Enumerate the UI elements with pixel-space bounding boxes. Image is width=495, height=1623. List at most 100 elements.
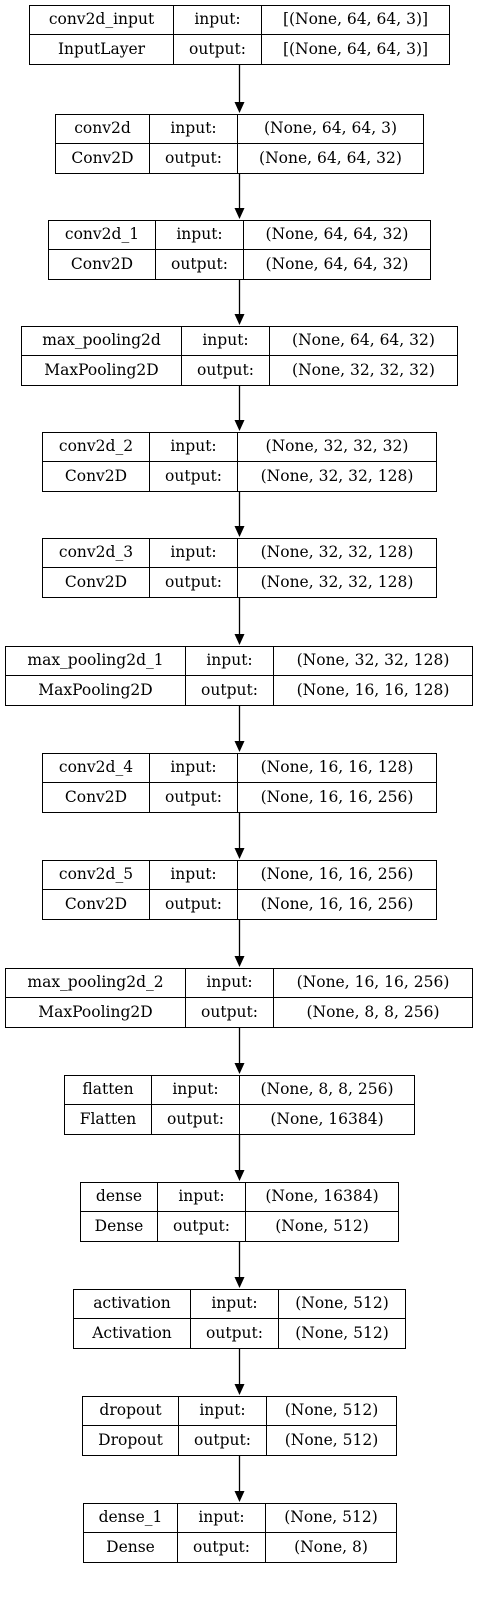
input-shape: (None, 32, 32, 128) (238, 539, 436, 568)
layer-type: Conv2D (43, 568, 150, 597)
input-label: input: (174, 6, 262, 35)
output-shape: (None, 32, 32, 32) (292, 360, 435, 379)
layer-type: MaxPooling2D (6, 998, 186, 1027)
arrow-head (234, 741, 245, 752)
output-shape: (None, 8) (294, 1537, 368, 1556)
input-shape: (None, 512) (266, 1504, 396, 1533)
output-label: output: (178, 1533, 266, 1562)
output-shape: (None, 16, 16, 256) (260, 787, 414, 806)
arrow-head (234, 956, 245, 967)
output-shape: (None, 32, 32, 128) (260, 466, 414, 485)
layer-name: conv2d_3 (43, 539, 150, 568)
layer-type: InputLayer (30, 35, 174, 64)
layer-type: Conv2D (56, 144, 150, 173)
input-shape: (None, 64, 64, 32) (244, 221, 430, 250)
arrow-head (234, 208, 245, 219)
edge-arrow (234, 598, 245, 645)
edge-arrow (234, 920, 245, 967)
output-label: output: (150, 783, 238, 812)
input-shape: [(None, 64, 64, 3)] (262, 6, 449, 35)
output-shape: (None, 32, 32, 128) (260, 572, 414, 591)
layer-type: Conv2D (43, 462, 150, 491)
layer-name: max_pooling2d_2 (6, 969, 186, 998)
edge-arrow (234, 1028, 245, 1074)
layer-name: flatten (65, 1076, 152, 1105)
input-label: input: (178, 1504, 266, 1533)
output-label: output: (174, 35, 262, 64)
output-label: output: (182, 356, 270, 385)
input-label: input: (158, 1183, 246, 1212)
input-label: input: (150, 861, 238, 890)
input-label: input: (186, 647, 274, 676)
edge-arrow (234, 386, 245, 431)
input-shape: (None, 512) (267, 1397, 396, 1426)
output-label: output: (186, 676, 274, 705)
edge-arrow (234, 65, 245, 113)
arrow-head (234, 102, 245, 113)
output-shape: (None, 8, 8, 256) (306, 1002, 440, 1021)
edge-arrow (234, 280, 245, 325)
layer-type: Conv2D (43, 890, 150, 919)
edge-arrow (234, 492, 245, 537)
output-label: output: (186, 998, 274, 1027)
layer-name: max_pooling2d_1 (6, 647, 186, 676)
input-shape: (None, 32, 32, 32) (238, 433, 436, 462)
arrow-head (234, 526, 245, 537)
layer-type: MaxPooling2D (6, 676, 186, 705)
edge-arrow (234, 706, 245, 752)
edge-arrow (234, 813, 245, 859)
input-shape: (None, 64, 64, 3) (238, 115, 423, 144)
layer-name: conv2d_1 (49, 221, 156, 250)
output-label: output: (191, 1319, 279, 1348)
output-shape: [(None, 64, 64, 3)] (282, 39, 429, 58)
output-label: output: (150, 144, 238, 173)
layer-type: MaxPooling2D (22, 356, 182, 385)
input-shape: (None, 512) (279, 1290, 405, 1319)
layer-type: Dense (84, 1533, 178, 1562)
output-shape: (None, 512) (295, 1323, 389, 1342)
arrow-head (234, 1063, 245, 1074)
edge-arrow (234, 1242, 245, 1288)
input-shape: (None, 8, 8, 256) (240, 1076, 414, 1105)
layer-name: dense (81, 1183, 158, 1212)
layer-name: max_pooling2d (22, 327, 182, 356)
input-label: input: (186, 969, 274, 998)
arrow-head (234, 1170, 245, 1181)
output-label: output: (150, 462, 238, 491)
edge-arrow (234, 1349, 245, 1395)
arrow-head (234, 314, 245, 325)
input-label: input: (179, 1397, 267, 1426)
output-label: output: (158, 1212, 246, 1241)
input-label: input: (150, 754, 238, 783)
input-shape: (None, 32, 32, 128) (274, 647, 472, 676)
output-shape: (None, 16, 16, 128) (296, 680, 450, 699)
layer-name: conv2d (56, 115, 150, 144)
edge-arrow (234, 1456, 245, 1502)
edge-arrow (234, 174, 245, 219)
layer-name: conv2d_4 (43, 754, 150, 783)
layer-type: Dropout (83, 1426, 179, 1455)
input-shape: (None, 16, 16, 256) (238, 861, 436, 890)
layer-name: conv2d_2 (43, 433, 150, 462)
input-label: input: (152, 1076, 240, 1105)
layer-name: dense_1 (84, 1504, 178, 1533)
output-label: output: (179, 1426, 267, 1455)
output-label: output: (152, 1105, 240, 1134)
input-label: input: (182, 327, 270, 356)
arrow-head (234, 1384, 245, 1395)
output-label: output: (156, 250, 244, 279)
layer-name: dropout (83, 1397, 179, 1426)
arrow-head (234, 848, 245, 859)
arrow-head (234, 420, 245, 431)
